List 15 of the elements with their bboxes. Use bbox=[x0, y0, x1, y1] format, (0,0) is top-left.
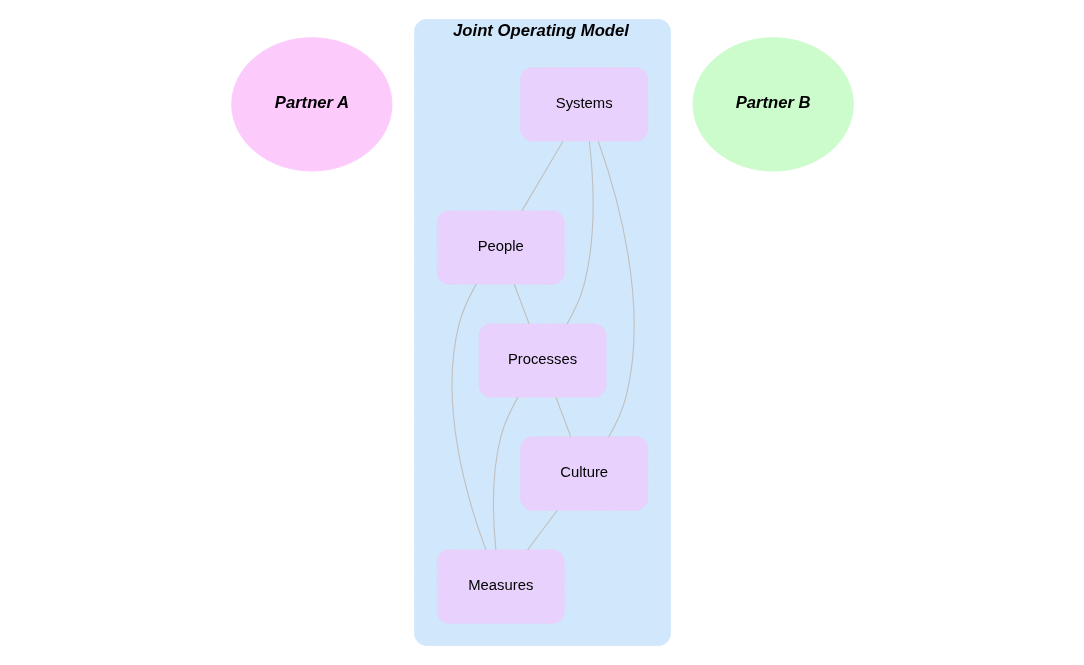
node-ellipse: Partner B bbox=[692, 37, 854, 172]
node-box: Processes bbox=[478, 323, 606, 398]
connector bbox=[492, 396, 519, 551]
connector bbox=[597, 140, 635, 438]
connector bbox=[513, 283, 530, 325]
connector bbox=[565, 140, 594, 325]
node-box: Culture bbox=[519, 436, 648, 511]
connector bbox=[520, 140, 563, 212]
connector bbox=[554, 396, 571, 438]
node-box: People bbox=[436, 210, 565, 285]
node-box: Systems bbox=[519, 67, 648, 142]
node-ellipse: Partner A bbox=[230, 37, 392, 172]
node-box: Measures bbox=[436, 549, 565, 624]
connector bbox=[450, 283, 486, 551]
connector bbox=[526, 509, 558, 551]
